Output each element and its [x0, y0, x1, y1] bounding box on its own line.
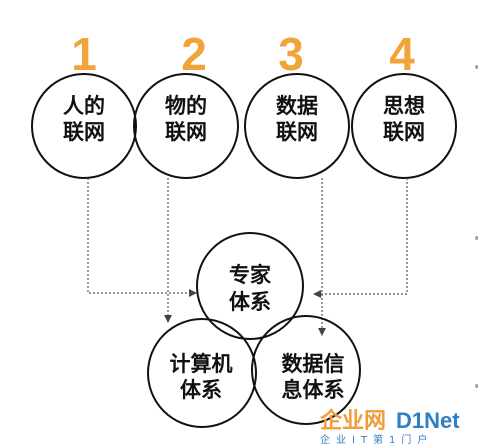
venn-expert-system-line1: 专家	[229, 263, 272, 287]
label-human-network-line1: 人的	[63, 94, 105, 118]
watermark-part1: 企业网	[319, 408, 386, 433]
connector-thought-to-expert	[313, 178, 408, 298]
connector-human-to-expert	[87, 178, 197, 297]
label-data-network-line2: 联网	[276, 120, 318, 144]
circle-thing-network	[133, 73, 239, 179]
venn-expert-system-line2: 体系	[229, 290, 271, 314]
label-human-network-line2: 联网	[63, 120, 105, 144]
label-thing-network-line1: 物的	[165, 94, 207, 118]
side-dot-3	[475, 384, 478, 388]
venn-expert-system-circle	[196, 232, 304, 340]
venn-information-system-line1: 数据信	[282, 352, 345, 376]
watermark-logo: 企业网 D1Net 企业IT第1门户	[319, 408, 460, 446]
side-dot-2	[475, 236, 478, 240]
watermark-part2: D1Net	[396, 408, 460, 433]
circle-thought-network	[351, 73, 457, 179]
circle-data-network	[244, 73, 350, 179]
venn-computer-system-line2: 体系	[180, 378, 222, 402]
label-thing-network-line2: 联网	[165, 120, 207, 144]
number-3: 3	[278, 28, 304, 80]
watermark-subtitle: 企业IT第1门户	[320, 433, 433, 446]
circle-human-network	[31, 73, 137, 179]
venn-information-system-circle	[251, 315, 361, 425]
venn-information-system-line2: 息体系	[282, 378, 345, 402]
venn-computer-system-circle	[147, 318, 257, 428]
label-data-network-line1: 数据	[276, 94, 318, 118]
number-1: 1	[71, 28, 97, 80]
venn-computer-system-line1: 计算机	[170, 352, 233, 376]
number-4: 4	[389, 28, 415, 80]
label-thought-network-line1: 思想	[383, 94, 425, 118]
side-dot-1	[475, 65, 478, 69]
number-2: 2	[181, 28, 207, 80]
label-thought-network-line2: 联网	[383, 120, 425, 144]
